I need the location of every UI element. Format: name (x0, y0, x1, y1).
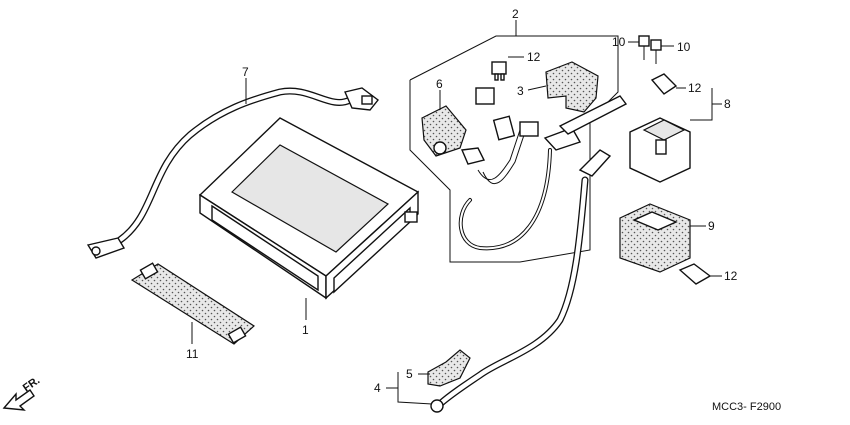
callout-10-right: 10 (677, 40, 691, 54)
callout-6: 6 (436, 77, 443, 91)
callout-2: 2 (512, 7, 519, 21)
fuse-box (421, 105, 467, 157)
callout-10-left: 10 (612, 35, 626, 49)
sub-harness-group (409, 35, 628, 263)
leader-lines (191, 20, 722, 405)
starter-relay (629, 73, 691, 183)
callout-4: 4 (374, 381, 381, 395)
positive-cable (430, 149, 612, 413)
callout-5: 5 (406, 367, 413, 381)
callout-12-bottom: 12 (724, 269, 738, 283)
drawing-code: MCC3- F2900 (712, 401, 781, 413)
callout-9: 9 (708, 219, 715, 233)
battery-band (130, 262, 255, 345)
battery (198, 117, 420, 300)
front-direction-arrow: FR. (2, 374, 42, 411)
callout-1: 1 (302, 323, 309, 337)
callout-12-top: 12 (527, 50, 541, 64)
callout-8: 8 (724, 97, 731, 111)
callout-7: 7 (242, 65, 249, 79)
relay-cover (619, 203, 691, 273)
fuse-top (491, 61, 507, 81)
negative-cable (86, 87, 379, 259)
direction-label: FR. (21, 374, 42, 394)
bolts (638, 35, 662, 64)
cover (545, 61, 599, 113)
callout-12-relay: 12 (688, 81, 702, 95)
terminal-cap (427, 349, 471, 387)
callout-11: 11 (186, 347, 199, 361)
fuse-bottom (678, 263, 712, 285)
callout-3: 3 (517, 84, 524, 98)
